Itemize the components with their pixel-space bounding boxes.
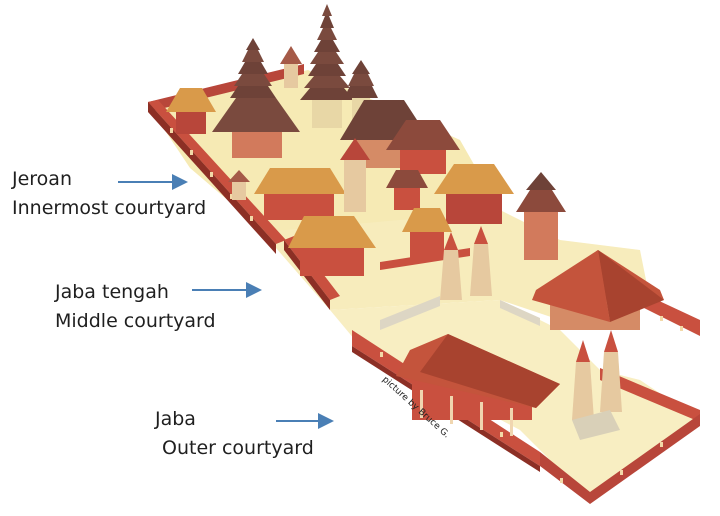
label-jaba: Jaba Outer courtyard [155, 405, 314, 463]
bale-long-thatch [254, 168, 346, 220]
candi-gate-inner [340, 138, 370, 212]
kulkul-tower [516, 172, 566, 260]
bale-pyramid-roof [532, 250, 664, 330]
zone-description: Innermost courtyard [12, 197, 207, 219]
bale-long-hall [396, 334, 560, 436]
pavilion-thatch-front [288, 216, 376, 276]
label-jaba-tengah: Jaba tengah Middle courtyard [55, 278, 216, 336]
pavilion-dark-roof [212, 98, 300, 158]
pavilion-thatch-right [434, 164, 514, 224]
zone-name: Jaba tengah [55, 281, 169, 303]
pavilion-thatch-left [166, 88, 216, 134]
zone-name: Jeroan [12, 168, 72, 190]
meru-tower-large [300, 4, 354, 128]
candi-bentar-middle [440, 226, 492, 300]
zone-name: Jaba [155, 408, 196, 430]
entrance-steps [572, 410, 620, 440]
shrine-left-small [228, 170, 250, 200]
zone-description: Outer courtyard [162, 437, 314, 459]
bale-front-small [402, 208, 452, 260]
shrine-small-back [280, 46, 302, 88]
zone-description: Middle courtyard [55, 310, 216, 332]
label-jeroan: Jeroan Innermost courtyard [12, 165, 206, 223]
low-walls-middle [380, 296, 540, 330]
shrine-tiered-center [386, 170, 428, 210]
candi-bentar-outer [572, 330, 622, 420]
